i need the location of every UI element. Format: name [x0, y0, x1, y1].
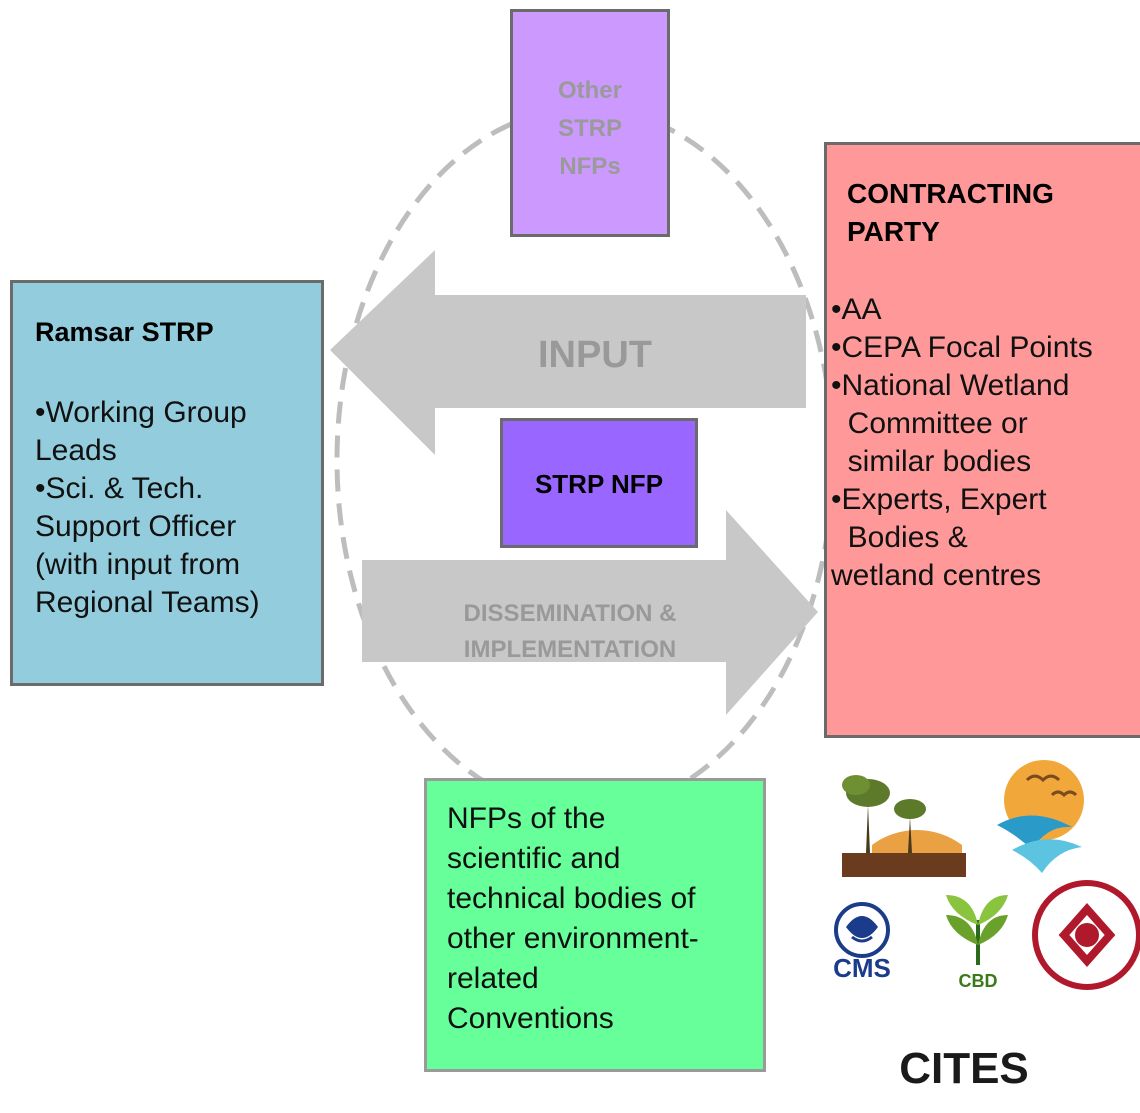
dissemination-label: DISSEMINATION & IMPLEMENTATION [420, 596, 720, 668]
party-bullet: •AA [831, 293, 882, 326]
strp-nfp-label: STRP NFP [534, 469, 664, 499]
dissemination-line-1: DISSEMINATION & [463, 600, 677, 627]
contracting-party-title: CONTRACTING PARTY [847, 178, 1054, 247]
other-strp-line-3: NFPs [559, 153, 621, 180]
ramsar-title: Ramsar STRP [35, 317, 214, 347]
party-bullet: •National Wetland [831, 369, 1070, 402]
party-bullet: wetland centres [831, 559, 1042, 592]
dissemination-arrow [362, 510, 818, 715]
cbd-text: CBD [959, 971, 998, 991]
ramsar-bullet: Support Officer [35, 510, 237, 543]
other-strp-line-1: Other [557, 77, 622, 104]
party-bullet: Committee or [831, 407, 1028, 440]
party-bullet: similar bodies [831, 445, 1032, 478]
ramsar-strp-box: Ramsar STRP •Working Group Leads •Sci. &… [10, 280, 324, 686]
input-arrow [330, 250, 806, 455]
input-label: INPUT [538, 334, 652, 376]
strp-nfp-box: STRP NFP [500, 418, 698, 548]
cbd-logo: CBD [946, 895, 1008, 991]
landscape-logo [842, 775, 966, 877]
contracting-party-box: CONTRACTING PARTY •AA •CEPA Focal Points… [824, 142, 1140, 738]
cites-text: CITES [899, 1044, 1029, 1093]
ramsar-bullet: (with input from [35, 548, 241, 581]
logos-svg: CMS CBD CITES [833, 760, 1140, 1100]
party-bullet: •CEPA Focal Points [831, 331, 1093, 364]
cms-logo: CMS [833, 902, 891, 983]
party-bullet: •Experts, Expert [831, 483, 1047, 516]
dissemination-line-2: IMPLEMENTATION [463, 636, 677, 663]
cites-logo: CITES [899, 1010, 1029, 1100]
ramsar-bullet: •Sci. & Tech. [35, 472, 204, 505]
convention-logos: CMS CBD CITES [832, 755, 1140, 1108]
convention-nfps-text: NFPs of the scientific and technical bod… [447, 802, 699, 1035]
party-bullet: Bodies & [831, 521, 968, 554]
other-strp-nfps-box: Other STRP NFPs [510, 9, 670, 237]
ramsar-bullet: Regional Teams) [35, 586, 260, 619]
ramsar-bullet: •Working Group [35, 396, 247, 429]
cms-text: CMS [833, 953, 891, 983]
ramsar-bullet: Leads [35, 434, 117, 467]
world-heritage-logo [1032, 880, 1140, 990]
convention-nfps-box: NFPs of the scientific and technical bod… [424, 778, 766, 1072]
other-strp-line-2: STRP [557, 115, 622, 142]
wetland-birds-logo [997, 760, 1084, 873]
